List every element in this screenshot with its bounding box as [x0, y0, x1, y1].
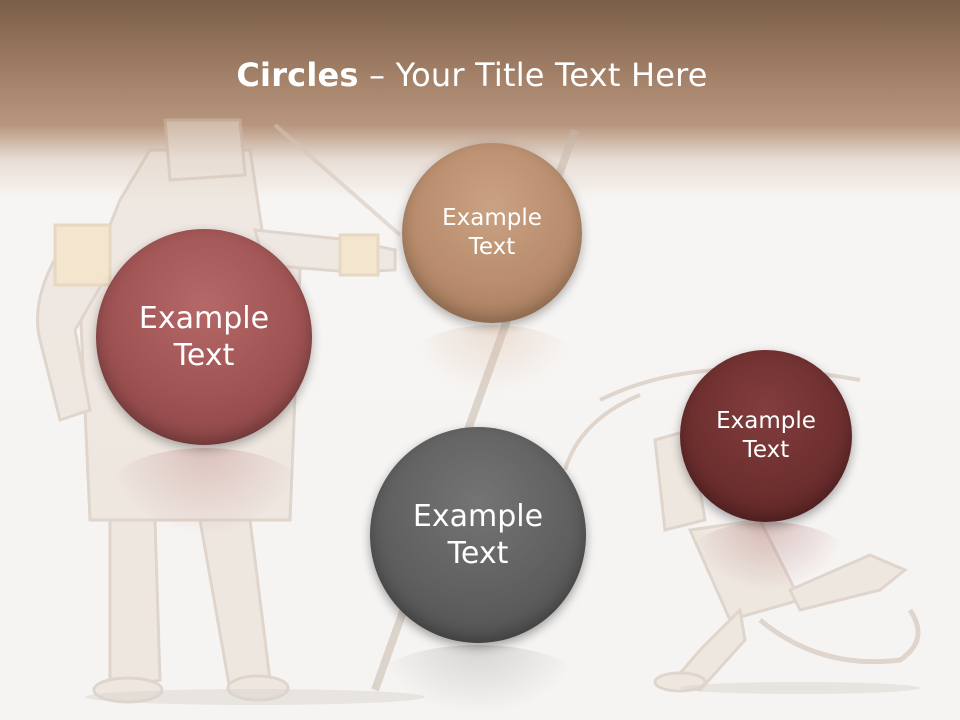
circle-reflection [688, 522, 848, 592]
circle-reflection [378, 645, 578, 715]
slide-title: Circles – Your Title Text Here [236, 56, 708, 94]
circle-reflection [105, 448, 305, 538]
circle-reflection [410, 325, 575, 395]
